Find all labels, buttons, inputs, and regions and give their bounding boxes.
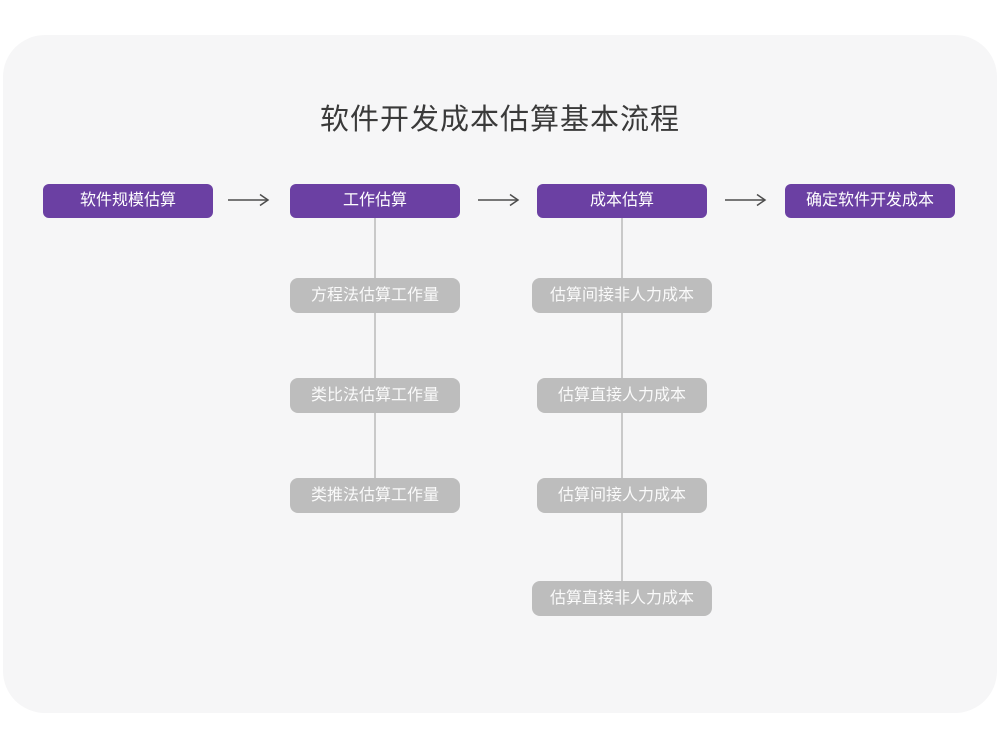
sub-step-analogy-method: 类比法估算工作量	[290, 378, 460, 413]
flow-step-determine-development-cost: 确定软件开发成本	[785, 184, 955, 218]
flow-step-work-estimation: 工作估算	[290, 184, 460, 218]
connector-line-work-estimation	[374, 218, 376, 493]
flow-step-software-scale-estimation: 软件规模估算	[43, 184, 213, 218]
sub-step-direct-nonlabor-cost: 估算直接非人力成本	[531, 581, 713, 616]
right-arrow-icon	[477, 193, 521, 207]
sub-step-extrapolation-method: 类推法估算工作量	[290, 478, 460, 513]
flow-step-cost-estimation: 成本估算	[537, 184, 707, 218]
sub-step-equation-method: 方程法估算工作量	[290, 278, 460, 313]
sub-step-direct-labor-cost: 估算直接人力成本	[537, 378, 707, 413]
page-title: 软件开发成本估算基本流程	[319, 104, 680, 136]
right-arrow-icon	[227, 193, 271, 207]
diagram-card	[3, 35, 997, 713]
right-arrow-icon	[724, 193, 768, 207]
sub-step-indirect-labor-cost: 估算间接人力成本	[537, 478, 707, 513]
sub-step-indirect-nonlabor-cost: 估算间接非人力成本	[531, 278, 713, 313]
